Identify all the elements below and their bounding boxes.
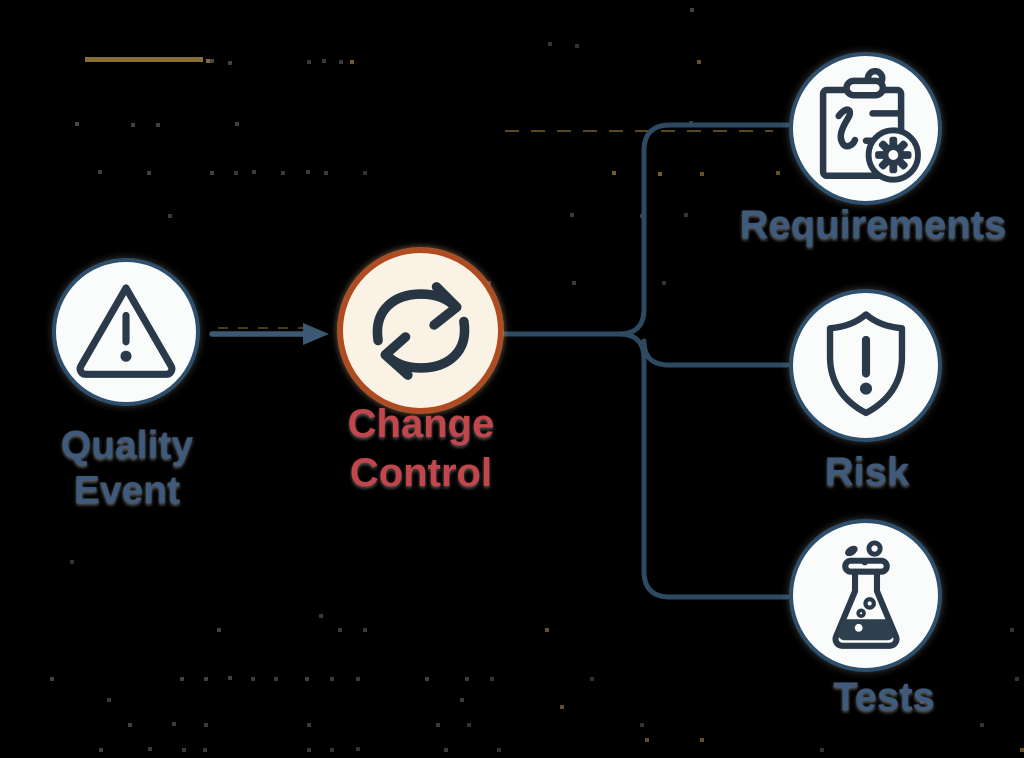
change-control-label: Change Control	[348, 400, 495, 498]
requirements-label: Requirements	[739, 203, 1007, 247]
tests-circle	[789, 519, 942, 672]
change-control-circle	[338, 248, 503, 413]
risk-label: Risk	[824, 450, 910, 494]
arrow-quality-to-change	[209, 323, 329, 345]
sync-arrows-icon	[372, 281, 469, 380]
quality-event-label-line2: Event	[73, 469, 181, 512]
clipboard-gear-icon	[819, 67, 921, 183]
connector-change-to-tests	[616, 331, 790, 600]
tan-artifact-dashes-top	[505, 130, 773, 132]
shield-exclamation-icon	[826, 310, 905, 416]
quality-event-circle	[52, 258, 200, 406]
change-control-label-line1: Change	[347, 402, 495, 446]
connector-change-to-requirements	[498, 122, 790, 337]
change-control-label-line2: Control	[349, 451, 493, 495]
risk-circle	[789, 289, 942, 442]
warning-triangle-icon	[76, 284, 176, 378]
tan-artifact-bar	[85, 57, 203, 62]
requirements-circle	[789, 52, 942, 205]
quality-event-label-line1: Quality	[60, 424, 194, 467]
tests-label: Tests	[833, 675, 935, 719]
flask-icon	[832, 539, 899, 649]
connector-change-to-risk	[641, 338, 790, 368]
tan-artifact-dashes-arrow	[218, 327, 304, 329]
quality-event-label: Quality Event	[61, 423, 193, 513]
arrow-head	[303, 323, 329, 345]
